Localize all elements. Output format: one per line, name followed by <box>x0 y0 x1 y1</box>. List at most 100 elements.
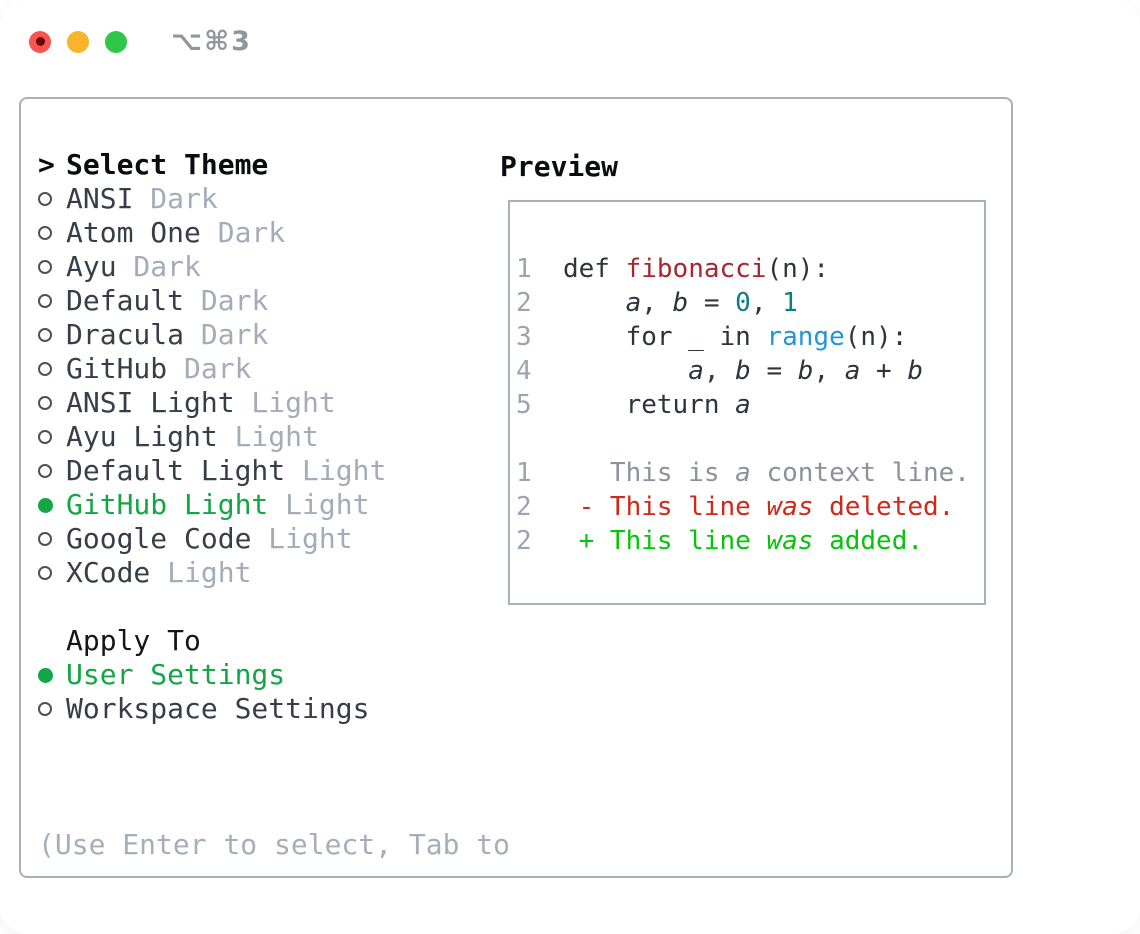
radio-icon <box>38 192 66 206</box>
option-variant-label: Dark <box>200 216 286 249</box>
code-segment: 0 <box>735 288 751 318</box>
theme-item[interactable]: GitHub Dark <box>38 352 510 386</box>
code-segment: + This line <box>562 526 767 556</box>
radio-icon <box>38 396 66 410</box>
theme-item[interactable]: Dracula Dark <box>38 318 510 352</box>
close-dot-icon <box>35 37 45 46</box>
code-segment <box>563 356 688 386</box>
radio-icon <box>38 464 66 478</box>
code-segment: return <box>562 390 736 420</box>
code-line: 5 return a <box>516 388 978 422</box>
code-segment: b <box>735 356 751 386</box>
option-variant-label: Dark <box>184 318 269 351</box>
option-label: Atom One <box>66 216 201 249</box>
code-segment: a <box>844 356 861 386</box>
option-label: User Settings <box>66 658 286 691</box>
code-segment: range <box>766 322 845 352</box>
option-label: Google Code <box>66 522 252 555</box>
code-line: 3 for _ in range(n): <box>516 320 978 354</box>
radio-icon <box>38 532 66 546</box>
theme-item[interactable]: Atom One Dark <box>38 216 510 250</box>
zoom-button[interactable] <box>105 30 127 53</box>
code-segment: for _ in <box>562 322 767 352</box>
option-variant-label: Light <box>268 488 370 521</box>
minimize-button[interactable] <box>67 30 89 53</box>
theme-item[interactable]: Ayu Dark <box>38 250 510 284</box>
option-variant-label: Dark <box>184 284 269 317</box>
option-variant-label: Dark <box>167 352 252 385</box>
prompt-icon: > <box>38 148 55 181</box>
code-segment: was <box>766 492 814 522</box>
code-segment: was <box>766 526 814 556</box>
theme-item[interactable]: ANSI Dark <box>38 182 510 216</box>
option-label: Dracula <box>66 318 185 351</box>
code-line <box>516 422 978 456</box>
code-line: 1 This is a context line. <box>516 456 978 490</box>
option-label: Default <box>66 284 185 317</box>
close-button[interactable] <box>29 30 51 53</box>
line-number: 1 <box>516 254 532 284</box>
line-number: 5 <box>516 390 532 420</box>
theme-item[interactable]: Default Dark <box>38 284 510 318</box>
code-segment: (n): <box>766 254 830 284</box>
select-theme-title: Select Theme <box>66 148 269 181</box>
option-label: GitHub <box>66 352 168 385</box>
theme-item[interactable]: GitHub Light Light <box>38 488 510 522</box>
theme-item[interactable]: ANSI Light Light <box>38 386 510 420</box>
code-segment: , <box>703 356 736 386</box>
hint-line-1: (Use Enter to select, Tab to <box>38 828 511 861</box>
code-segment: b <box>672 288 689 318</box>
line-number: 1 <box>516 458 532 488</box>
apply-option[interactable]: Workspace Settings <box>38 692 510 726</box>
option-label: Ayu <box>66 250 117 283</box>
code-segment: = <box>750 356 798 386</box>
option-label: Default Light <box>66 454 286 487</box>
preview-title: Preview <box>500 150 619 183</box>
radio-icon <box>38 226 66 240</box>
radio-icon <box>38 294 66 308</box>
window-shortcut-label: ⌥⌘3 <box>171 26 252 57</box>
hint-text: (Use Enter to select, Tab to change focu… <box>38 760 510 934</box>
code-segment: a <box>735 390 751 420</box>
code-line: 2 + This line was added. <box>516 524 978 558</box>
code-segment: , <box>641 288 673 318</box>
option-variant-label: Light <box>285 454 387 487</box>
radio-icon <box>38 362 66 376</box>
line-number: 2 <box>516 288 532 318</box>
code-line: 4 a, b = b, a + b <box>516 354 978 388</box>
code-segment: This is <box>562 458 736 488</box>
code-segment: + <box>860 356 908 386</box>
option-variant-label: Dark <box>133 182 218 215</box>
code-line: 2 a, b = 0, 1 <box>516 286 978 320</box>
option-variant-label: Light <box>251 522 353 555</box>
line-number: 2 <box>516 492 532 522</box>
radio-selected-icon <box>38 497 66 513</box>
line-number: 3 <box>516 322 532 352</box>
radio-icon <box>38 702 66 716</box>
code-segment: context line. <box>750 458 970 488</box>
code-segment: added. <box>813 526 923 556</box>
code-segment: b <box>907 356 924 386</box>
theme-item[interactable]: Ayu Light Light <box>38 420 510 454</box>
theme-item[interactable]: Google Code Light <box>38 522 510 556</box>
theme-item[interactable]: XCode Light <box>38 556 510 590</box>
option-variant-label: Light <box>234 386 336 419</box>
theme-item[interactable]: Default Light Light <box>38 454 510 488</box>
code-segment: 1 <box>782 288 798 318</box>
radio-icon <box>38 430 66 444</box>
option-label: Ayu Light <box>66 420 218 453</box>
code-segment <box>563 288 626 318</box>
option-label: XCode <box>66 556 151 589</box>
option-label: ANSI <box>66 182 134 215</box>
code-segment: - This line <box>562 492 767 522</box>
option-label: ANSI Light <box>66 386 235 419</box>
line-number: 2 <box>516 526 532 556</box>
apply-option[interactable]: User Settings <box>38 658 510 692</box>
code-segment: , <box>750 288 783 318</box>
